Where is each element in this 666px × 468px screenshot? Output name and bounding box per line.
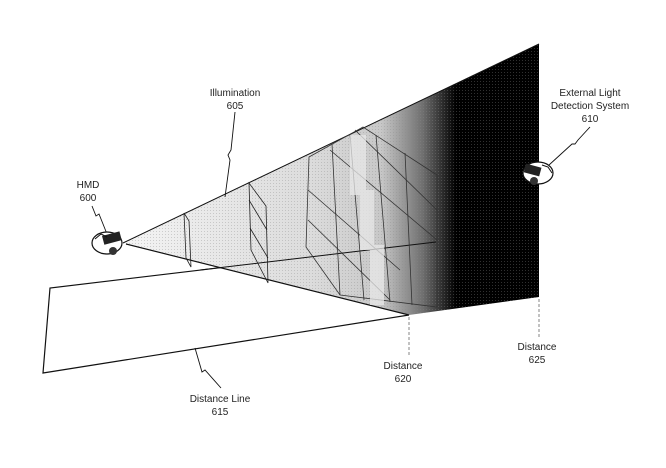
- panel-grid: [305, 126, 438, 308]
- distance-line-name: Distance Line: [189, 394, 251, 405]
- hmd-ref: 600: [79, 193, 97, 204]
- hmd-leader: [91, 205, 108, 235]
- distance-625-label: Distance 625: [518, 341, 557, 367]
- panel-near: [183, 212, 192, 268]
- distance-line-ref: 615: [211, 407, 229, 418]
- distance-620-label: Distance 620: [384, 360, 423, 386]
- illumination-name: Illumination: [209, 88, 261, 99]
- hmd-name: HMD: [76, 180, 100, 191]
- illumination-stipple: [123, 44, 539, 315]
- external-name-line1: External Light: [559, 88, 621, 99]
- external-device-icon: [522, 161, 554, 185]
- distance-line-leader: [194, 347, 222, 389]
- illumination-leader: [224, 111, 236, 198]
- external-name-line2: Detection System: [550, 101, 630, 112]
- cone-top-edge: [122, 43, 540, 244]
- illumination-ref: 605: [226, 101, 244, 112]
- distance-625-name: Distance: [517, 342, 557, 353]
- distance-625-ref: 625: [528, 355, 546, 366]
- illumination-label: Illumination 605: [210, 87, 261, 113]
- hmd-label: HMD 600: [77, 179, 100, 205]
- panel-mid: [248, 181, 269, 284]
- distance-620-ref: 620: [394, 374, 412, 385]
- distance-line-over-cone: [199, 241, 437, 271]
- distance-620-name: Distance: [383, 361, 423, 372]
- cone-bottom-edge: [125, 243, 410, 316]
- hmd-device-icon: [91, 231, 123, 255]
- distance-line-label: Distance Line 615: [190, 393, 251, 419]
- external-ref: 610: [581, 114, 599, 125]
- external-leader: [548, 126, 591, 166]
- external-label: External Light Detection System 610: [551, 87, 629, 126]
- wall-blocks: [350, 135, 384, 305]
